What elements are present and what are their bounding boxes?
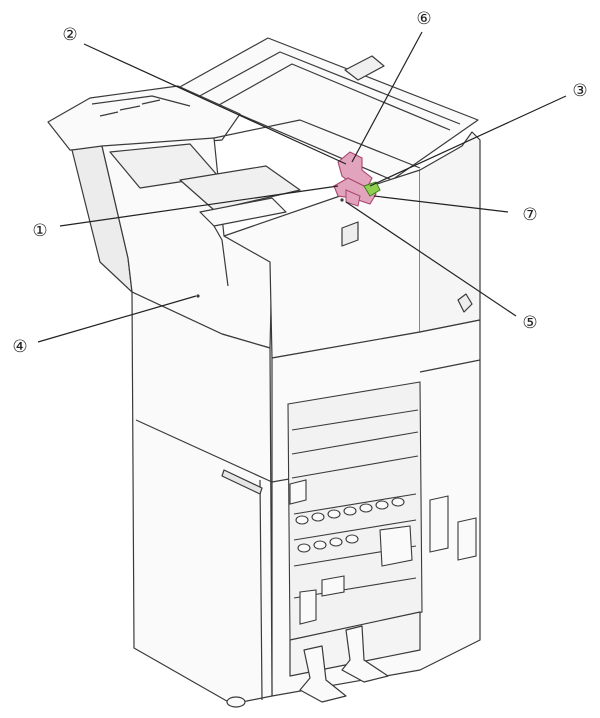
stabilizer-foot-right (341, 625, 389, 683)
callout-4: ④ (12, 337, 27, 357)
highlighted-jam-clearance-unit (196, 151, 381, 298)
green-release-lever (363, 181, 381, 197)
top-output-tray (177, 37, 479, 181)
base-feet (226, 611, 421, 708)
guide-knob (345, 189, 361, 207)
callout-labels: ① ② ③ ④ ⑤ ⑥ ⑦ (12, 9, 587, 357)
leader-lines (37, 31, 567, 343)
callout-2: ② (62, 25, 77, 45)
callout-6: ⑥ (416, 9, 431, 29)
open-transport-area (287, 381, 477, 641)
callout-7: ⑦ (522, 205, 537, 225)
lower-guide-part (333, 177, 377, 205)
stabilizer-foot-left (299, 645, 347, 703)
callout-3: ③ (572, 81, 587, 101)
upper-guide-part (337, 151, 373, 191)
callout-5: ⑤ (522, 313, 537, 333)
callout-1: ① (32, 221, 47, 241)
lower-cabinet-left-face (131, 291, 273, 705)
roller-row (295, 497, 405, 553)
